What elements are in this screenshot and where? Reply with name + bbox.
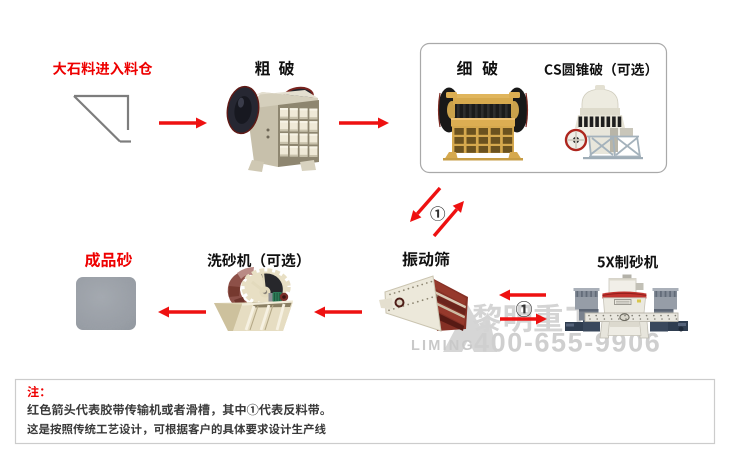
svg-text:LIMING: LIMING — [411, 338, 475, 354]
